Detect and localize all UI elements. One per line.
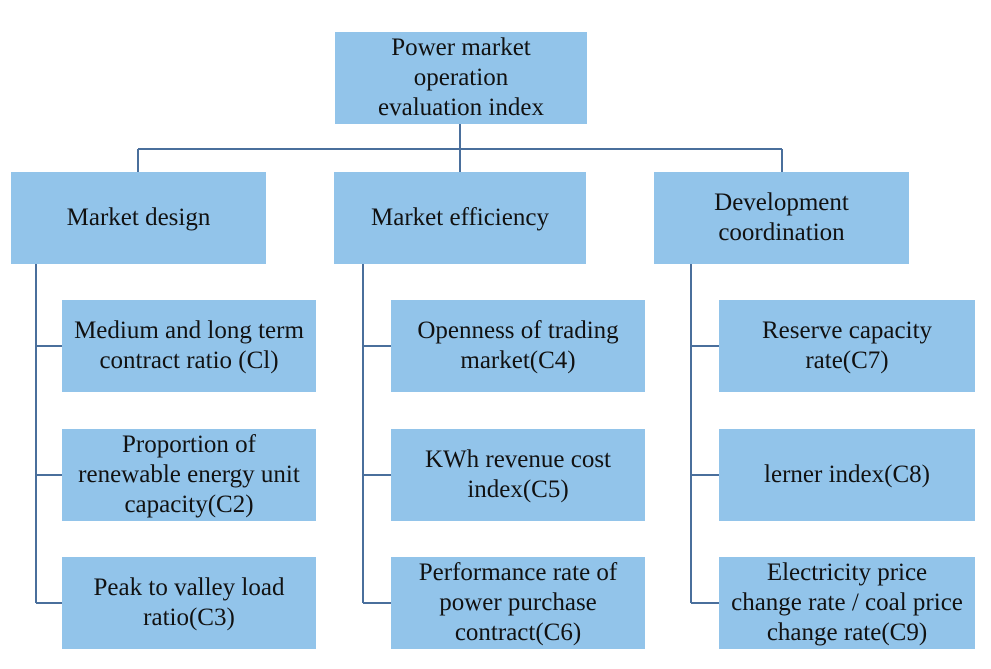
category-label: Development coordination [714, 189, 849, 246]
item-label: Medium and long term contract ratio (Cl) [74, 317, 304, 374]
item-c7: Reserve capacity rate(C7) [719, 300, 975, 392]
item-c3: Peak to valley load ratio(C3) [62, 557, 316, 649]
category-label: Market design [66, 204, 211, 231]
item-label: Reserve capacity rate(C7) [761, 317, 933, 374]
item-c6: Performance rate of power purchase contr… [391, 557, 645, 649]
item-c5: KWh revenue cost index(C5) [391, 429, 645, 521]
item-label: Electricity price change rate / coal pri… [731, 559, 963, 646]
root-node: Power market operation evaluation index [335, 32, 587, 124]
category-market-efficiency: Market efficiency [334, 172, 586, 264]
category-market-design: Market design [11, 172, 266, 264]
item-label: Openness of trading market(C4) [417, 317, 619, 374]
item-label: lerner index(C8) [764, 461, 930, 488]
item-c4: Openness of trading market(C4) [391, 300, 645, 392]
item-c8: lerner index(C8) [719, 429, 975, 521]
category-label: Market efficiency [371, 204, 549, 231]
item-label: Performance rate of power purchase contr… [418, 559, 618, 646]
category-development-coordination: Development coordination [654, 172, 909, 264]
item-label: KWh revenue cost index(C5) [424, 446, 612, 503]
item-label: Proportion of renewable energy unit capa… [78, 431, 300, 518]
item-c2: Proportion of renewable energy unit capa… [62, 429, 316, 521]
item-label: Peak to valley load ratio(C3) [93, 574, 285, 631]
root-node-label: Power market operation evaluation index [378, 34, 544, 121]
item-c1: Medium and long term contract ratio (Cl) [62, 300, 316, 392]
item-c9: Electricity price change rate / coal pri… [719, 557, 975, 649]
